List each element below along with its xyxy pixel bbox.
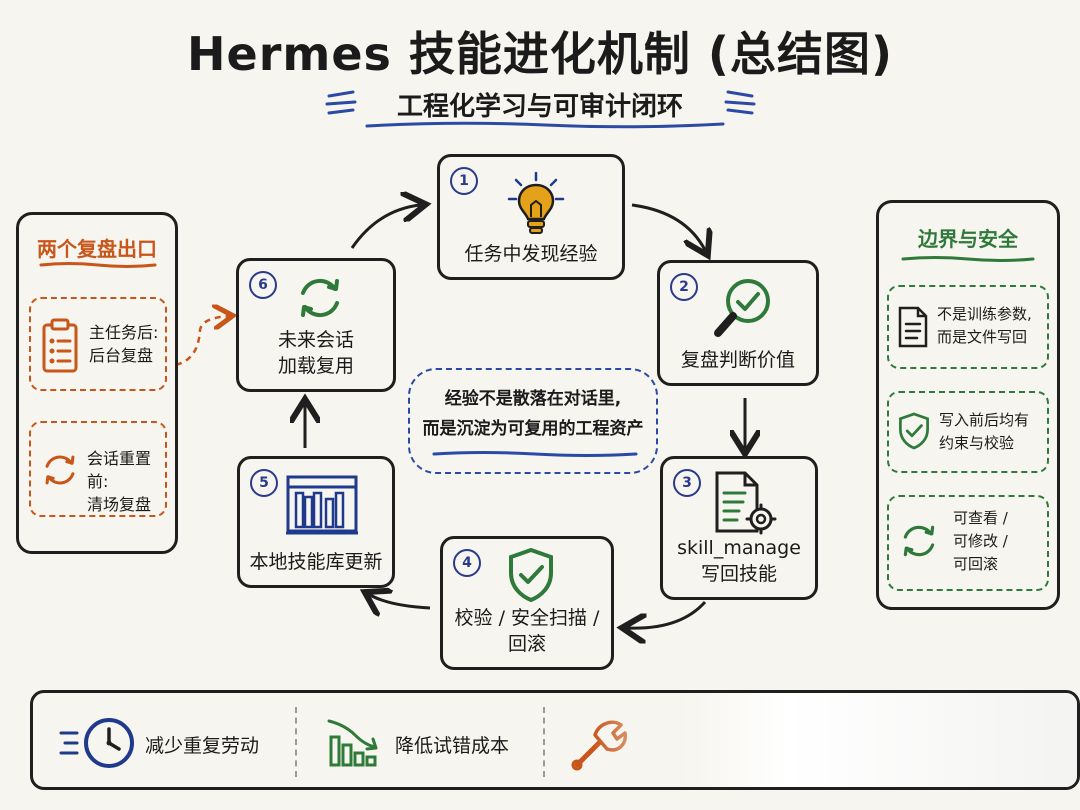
step-5-label-line: 本地技能库更新 xyxy=(249,551,383,573)
benefit-divider xyxy=(295,707,297,777)
step-1-label-line: 任务中发现经验 xyxy=(464,243,598,265)
right-item-3-line: 可回滚 xyxy=(953,555,999,573)
center-message-line: 经验不是散落在对话里, xyxy=(444,389,622,409)
right-item-3-text: 可查看 / 可修改 / 可回滚 xyxy=(953,507,1008,576)
clock-icon xyxy=(59,718,134,768)
shield-check-icon xyxy=(899,412,929,450)
bottom-bar-fade-overlay xyxy=(593,693,1077,787)
step-5-card: 5 本地技能库更新 xyxy=(237,456,395,588)
center-underline xyxy=(432,451,638,457)
left-item-1-line: 后台复盘 xyxy=(89,346,154,365)
step-4-number: 4 xyxy=(453,549,481,577)
left-item-1-line: 主任务后: xyxy=(89,323,159,342)
right-item-2-text: 写入前后均有 约束与校验 xyxy=(939,409,1029,455)
step-4-label: 校验 / 安全扫描 / 回滚 xyxy=(455,605,600,667)
step-1-label: 任务中发现经验 xyxy=(464,242,597,277)
right-item-1-line: 不是训练参数, xyxy=(937,305,1032,323)
right-item-3-line: 可查看 / xyxy=(953,509,1008,527)
left-panel: 两个复盘出口 主任务后: 后台复盘 会话重置前: 清场复盘 xyxy=(16,212,178,554)
right-item-1-line: 而是文件写回 xyxy=(937,328,1028,346)
page-title: Hermes 技能进化机制 (总结图) xyxy=(187,27,893,81)
left-panel-title: 两个复盘出口 xyxy=(37,237,157,261)
document-icon xyxy=(898,306,928,348)
bookshelf-icon xyxy=(286,475,358,535)
step-3-number: 3 xyxy=(673,469,701,497)
subtitle-right-accent xyxy=(724,90,756,115)
page-subtitle: 工程化学习与可审计闭环 xyxy=(396,92,683,122)
left-item-2-text: 会话重置前: 清场复盘 xyxy=(87,447,165,516)
step-5-number: 5 xyxy=(250,469,278,497)
benefit-2-label: 降低试错成本 xyxy=(395,735,510,757)
center-message-card: 经验不是散落在对话里, 而是沉淀为可复用的工程资产 xyxy=(408,368,658,474)
step-2-number: 2 xyxy=(670,273,698,301)
left-item-1: 主任务后: 后台复盘 xyxy=(29,297,167,391)
step-2-card: 2 复盘判断价值 xyxy=(657,260,819,386)
right-panel-title: 边界与安全 xyxy=(918,227,1018,251)
step-1-number: 1 xyxy=(450,167,478,195)
step-2-label: 复盘判断价值 xyxy=(681,348,795,383)
subtitle-left-accent xyxy=(325,90,357,115)
step-6-label: 未来会话 加载复用 xyxy=(278,327,354,389)
step-6-card: 6 未来会话 加载复用 xyxy=(236,258,396,392)
right-item-3-line: 可修改 / xyxy=(953,532,1008,550)
refresh-icon xyxy=(903,525,935,557)
shield-check-icon xyxy=(509,547,553,603)
step-4-label-line: 回滚 xyxy=(507,633,546,655)
lightbulb-icon xyxy=(507,171,565,234)
right-item-2-line: 写入前后均有 xyxy=(939,411,1030,429)
refresh-icon xyxy=(45,455,75,485)
step-5-label: 本地技能库更新 xyxy=(249,550,382,585)
magnifier-check-icon xyxy=(714,279,770,337)
step-4-label-line: 校验 / 安全扫描 / xyxy=(454,607,600,629)
step-6-label-line: 加载复用 xyxy=(277,355,354,377)
step-1-card: 1 任务中发现经验 xyxy=(437,154,625,280)
left-item-1-text: 主任务后: 后台复盘 xyxy=(89,321,158,367)
benefit-divider xyxy=(543,707,545,777)
step-4-card: 4 校验 / 安全扫描 / 回滚 xyxy=(440,536,614,670)
clipboard-list-icon xyxy=(42,318,78,373)
step-3-label: skill_manage 写回技能 xyxy=(677,535,801,597)
left-item-2-line: 清场复盘 xyxy=(87,495,152,514)
right-item-1-text: 不是训练参数, 而是文件写回 xyxy=(937,303,1032,349)
benefit-1-label: 减少重复劳动 xyxy=(145,735,260,757)
right-item-2: 写入前后均有 约束与校验 xyxy=(887,391,1049,473)
right-panel-title-underline xyxy=(901,256,1035,262)
bottom-benefits-bar: 减少重复劳动 降低试错成本 xyxy=(30,690,1080,790)
left-item-2-line: 会话重置前: xyxy=(87,449,152,491)
subtitle-underline xyxy=(365,121,725,129)
right-item-1: 不是训练参数, 而是文件写回 xyxy=(887,285,1049,369)
left-item-2: 会话重置前: 清场复盘 xyxy=(29,421,167,517)
refresh-icon xyxy=(301,278,339,318)
step-6-number: 6 xyxy=(249,271,277,299)
right-item-2-line: 约束与校验 xyxy=(939,434,1015,452)
step-3-label-line: skill_manage xyxy=(677,537,801,559)
center-message-line: 而是沉淀为可复用的工程资产 xyxy=(422,419,644,439)
document-gear-icon xyxy=(715,471,777,535)
right-panel: 边界与安全 不是训练参数, 而是文件写回 写入前后均有 约束与校验 xyxy=(876,200,1060,610)
step-6-label-line: 未来会话 xyxy=(277,329,354,351)
step-3-label-line: 写回技能 xyxy=(700,563,777,585)
trend-down-chart-icon xyxy=(327,719,378,767)
step-2-label-line: 复盘判断价值 xyxy=(680,349,795,371)
left-panel-title-underline xyxy=(39,262,157,268)
step-3-card: 3 skill_manage 写回技能 xyxy=(660,456,818,600)
right-item-3: 可查看 / 可修改 / 可回滚 xyxy=(887,495,1049,591)
